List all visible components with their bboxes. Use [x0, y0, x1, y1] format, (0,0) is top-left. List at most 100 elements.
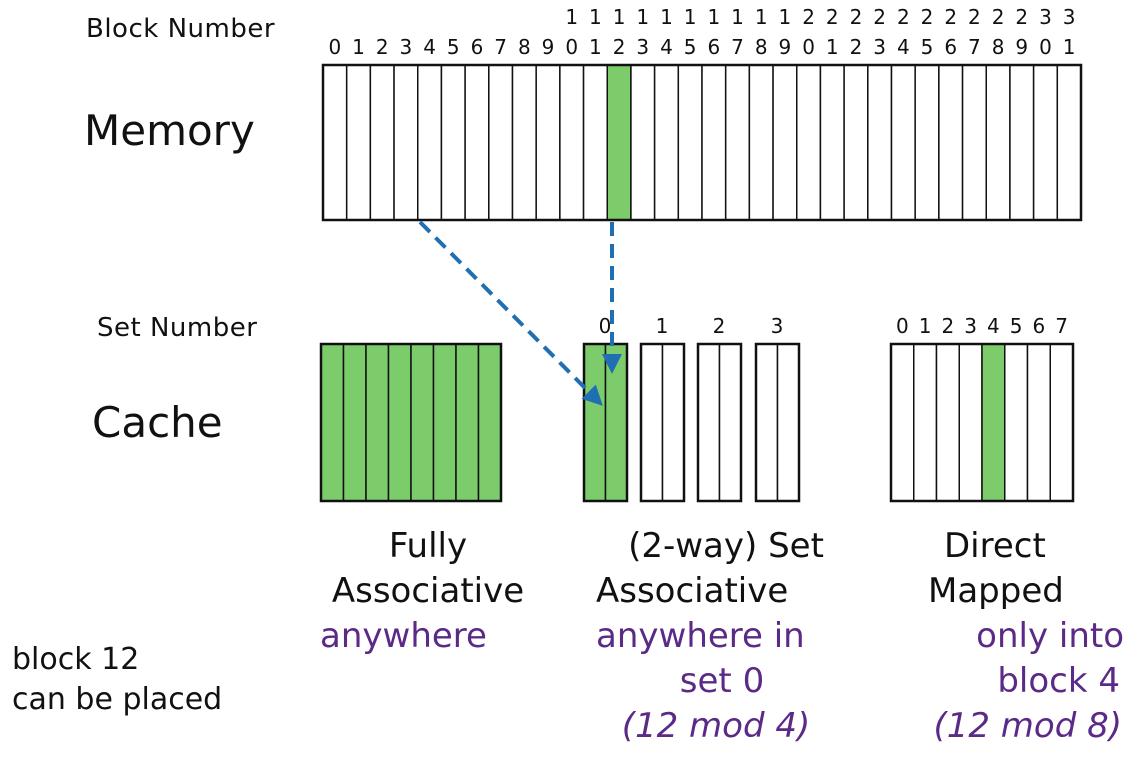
memory-block-number-0: 0 [328, 35, 341, 59]
memory-block-number-21-tens: 2 [826, 5, 839, 29]
memory-block-number-17-tens: 1 [731, 5, 744, 29]
direct-caption-note3: (12 mod 8) [933, 706, 1122, 746]
memory-block-19 [772, 64, 798, 221]
memory-block-number-19-ones: 9 [779, 35, 792, 59]
set-number-1: 1 [656, 314, 669, 338]
memory-block-number-15-ones: 5 [684, 35, 697, 59]
memory-block-number-16-ones: 6 [707, 35, 720, 59]
memory-block-25 [914, 64, 940, 221]
memory-block-23 [867, 64, 893, 221]
memory-block-number-4: 4 [423, 35, 436, 59]
direct-block-border [889, 342, 1075, 503]
set-0-way-border [582, 342, 629, 503]
memory-block-12 [606, 64, 632, 221]
set-number-3: 3 [771, 314, 784, 338]
memory-block-number-14-ones: 4 [660, 35, 673, 59]
memory-block-15 [677, 64, 703, 221]
memory-block-6 [464, 64, 490, 221]
memory-block-border [321, 63, 1083, 222]
fully-assoc-block-3 [387, 343, 412, 502]
set-caption-note2: set 0 [679, 661, 765, 701]
memory-block-30 [1032, 64, 1059, 221]
memory-block-number-11-tens: 1 [589, 5, 602, 29]
memory-block-number-7: 7 [494, 35, 507, 59]
memory-block-26 [938, 64, 964, 221]
set-number-0: 0 [599, 314, 612, 338]
memory-block-22 [843, 64, 869, 221]
memory-block-number-11-ones: 1 [589, 35, 602, 59]
direct-caption-line2: Mapped [928, 571, 1064, 611]
set-associative-cache [582, 342, 801, 503]
memory-block-number-3: 3 [400, 35, 413, 59]
memory-block-18 [748, 64, 774, 221]
memory-block-number-12-ones: 2 [613, 35, 626, 59]
memory-block-number-31-tens: 3 [1063, 5, 1076, 29]
direct-caption-note2: block 4 [997, 661, 1120, 701]
memory-block-number-26-ones: 6 [944, 35, 957, 59]
memory-block-28 [985, 64, 1011, 221]
set-associative-caption: (2-way) Set Associative anywhere in set … [590, 524, 840, 749]
memory-block-number-19-tens: 1 [779, 5, 792, 29]
memory-block-number-27-tens: 2 [968, 5, 981, 29]
direct-block-6 [1026, 343, 1051, 502]
direct-index-5: 5 [1010, 314, 1023, 338]
set-2-way-border [696, 342, 743, 503]
fully-caption-line2: Associative [331, 571, 525, 611]
memory-block-number-20-tens: 2 [802, 5, 815, 29]
direct-index-0: 0 [896, 314, 909, 338]
memory-block-9 [535, 64, 561, 221]
memory-block-5 [440, 64, 466, 221]
set-1-way-1 [661, 343, 685, 502]
direct-index-7: 7 [1055, 314, 1068, 338]
direct-caption-line1: Direct [944, 526, 1046, 566]
set-caption-note1: anywhere in [596, 616, 805, 656]
memory-block-number-23-tens: 2 [873, 5, 886, 29]
direct-index-2: 2 [942, 314, 955, 338]
memory-block-number-24-tens: 2 [897, 5, 910, 29]
direct-index-1: 1 [919, 314, 932, 338]
memory-block-number-30-ones: 0 [1039, 35, 1052, 59]
direct-index-6: 6 [1033, 314, 1046, 338]
set-2-way-0 [697, 343, 721, 502]
memory-block-16 [701, 64, 727, 221]
direct-index-4: 4 [987, 314, 1000, 338]
memory-block-number-29-tens: 2 [1015, 5, 1028, 29]
placement-note-line2: can be placed [12, 682, 223, 717]
fully-assoc-block-1 [342, 343, 367, 502]
memory-block-number-22-ones: 2 [850, 35, 863, 59]
memory-label: Memory [84, 106, 255, 155]
fully-associative-caption: Fully Associative anywhere [310, 524, 546, 659]
memory-block-21 [819, 64, 845, 221]
memory-block-8 [511, 64, 537, 221]
set-caption-line1: (2-way) Set [628, 526, 824, 566]
set-2-way-1 [718, 343, 742, 502]
memory-block-number-29-ones: 9 [1015, 35, 1028, 59]
direct-index-3: 3 [964, 314, 977, 338]
memory-block-number-24-ones: 4 [897, 35, 910, 59]
memory-block-number-2: 2 [376, 35, 389, 59]
memory-block-number-18-ones: 8 [755, 35, 768, 59]
memory-block-27 [961, 64, 987, 221]
fully-assoc-block-5 [432, 343, 457, 502]
memory-block-number-10-tens: 1 [565, 5, 578, 29]
memory-block-number-25-ones: 5 [921, 35, 934, 59]
memory-block-number-27-ones: 7 [968, 35, 981, 59]
memory-block-number-13-ones: 3 [636, 35, 649, 59]
fully-assoc-block-border [319, 342, 503, 503]
memory-block-24 [890, 64, 916, 221]
memory-block-31 [1056, 64, 1082, 221]
memory-block-20 [796, 64, 822, 221]
direct-caption-note1: only into [976, 616, 1124, 656]
memory-block-number-8: 8 [518, 35, 531, 59]
memory-block-10 [559, 64, 585, 221]
memory-block-7 [488, 64, 514, 221]
memory-block-number-16-tens: 1 [707, 5, 720, 29]
fully-assoc-block-0 [320, 343, 345, 502]
set-number-label: Set Number [97, 313, 258, 343]
memory-block-2 [369, 64, 395, 221]
fully-caption-note: anywhere [320, 616, 487, 656]
direct-mapped-caption: Direct Mapped only into block 4 (12 mod … [892, 524, 1132, 749]
set-3-way-0 [755, 343, 779, 502]
